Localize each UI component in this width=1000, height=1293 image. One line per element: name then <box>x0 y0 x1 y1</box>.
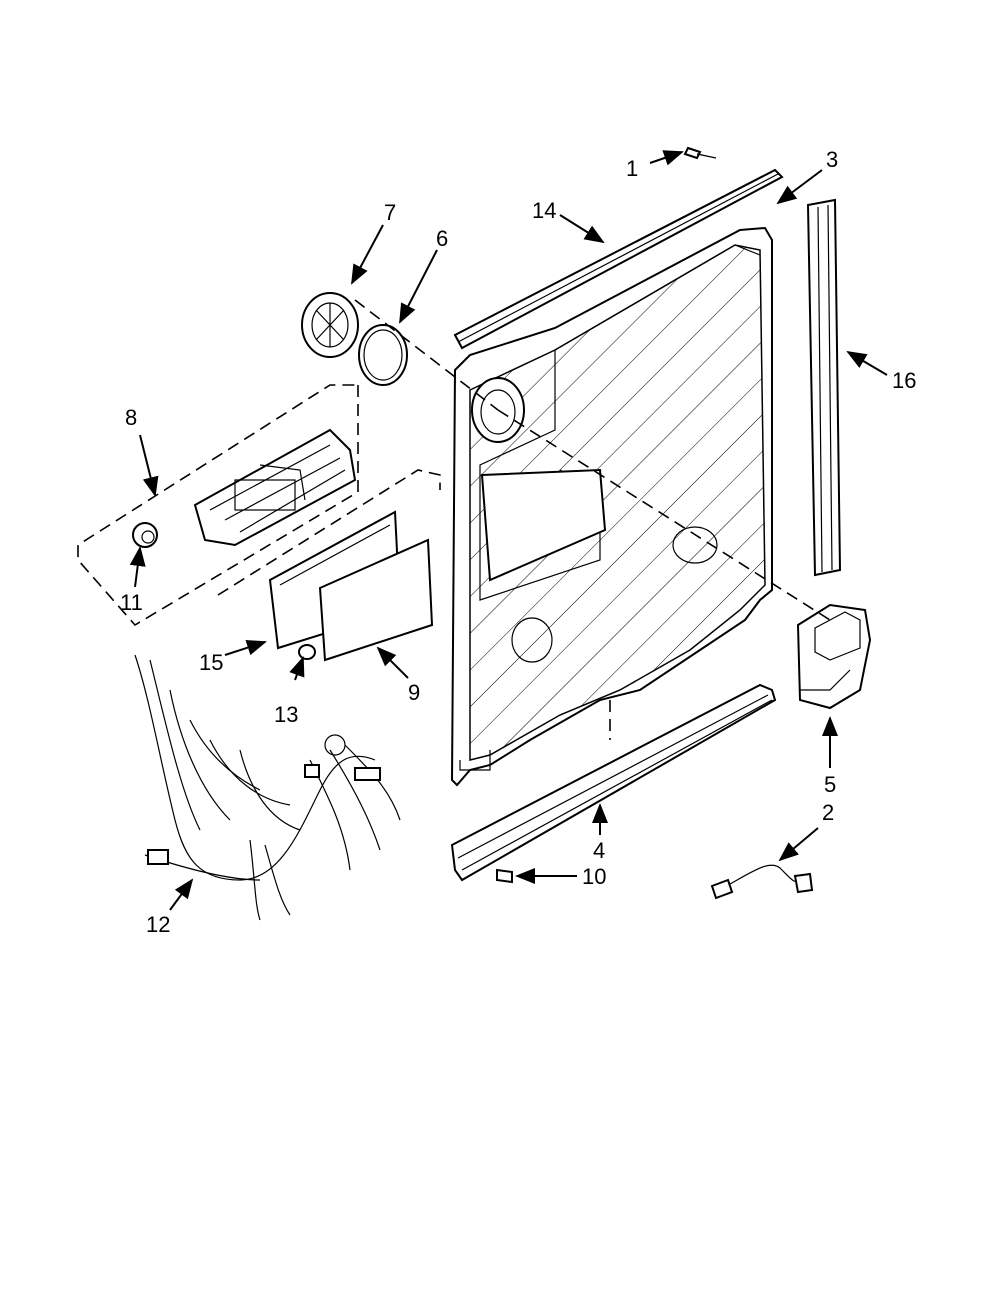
callout-12: 12 <box>146 912 170 937</box>
callout-5: 5 <box>824 772 836 797</box>
callout-11: 11 <box>120 590 143 615</box>
vent-gasket <box>358 324 408 386</box>
callout-13: 13 <box>274 702 298 727</box>
side-trim-strip <box>806 198 842 577</box>
knob <box>132 522 158 548</box>
callout-10: 10 <box>582 864 606 889</box>
screw-1 <box>683 146 717 160</box>
callout-14: 14 <box>532 198 556 223</box>
latch-cable <box>710 864 814 900</box>
screw-10 <box>496 868 513 884</box>
top-trim-strip <box>453 168 784 350</box>
vent-cover <box>301 292 359 358</box>
callout-4: 4 <box>593 838 605 863</box>
callout-9: 9 <box>408 680 420 705</box>
control-board-outline <box>217 469 441 596</box>
leader-arrows <box>129 150 888 911</box>
wire-harness <box>134 654 401 921</box>
assembly-guide-lines <box>354 299 831 740</box>
callout-3: 3 <box>826 147 838 172</box>
callout-6: 6 <box>436 226 448 251</box>
callout-1: 1 <box>626 156 638 181</box>
dispenser-assembly <box>77 384 359 627</box>
callout-numbers: 1 3 14 7 6 16 8 11 15 13 9 5 2 4 10 12 <box>120 147 916 937</box>
callout-2: 2 <box>822 800 834 825</box>
callout-15: 15 <box>199 650 223 675</box>
bottom-trim-strip <box>450 683 777 882</box>
callout-8: 8 <box>125 405 137 430</box>
callout-7: 7 <box>384 200 396 225</box>
board-insulator <box>318 538 434 662</box>
callout-16: 16 <box>892 368 916 393</box>
door-latch <box>796 603 872 710</box>
screw-13 <box>298 644 316 660</box>
